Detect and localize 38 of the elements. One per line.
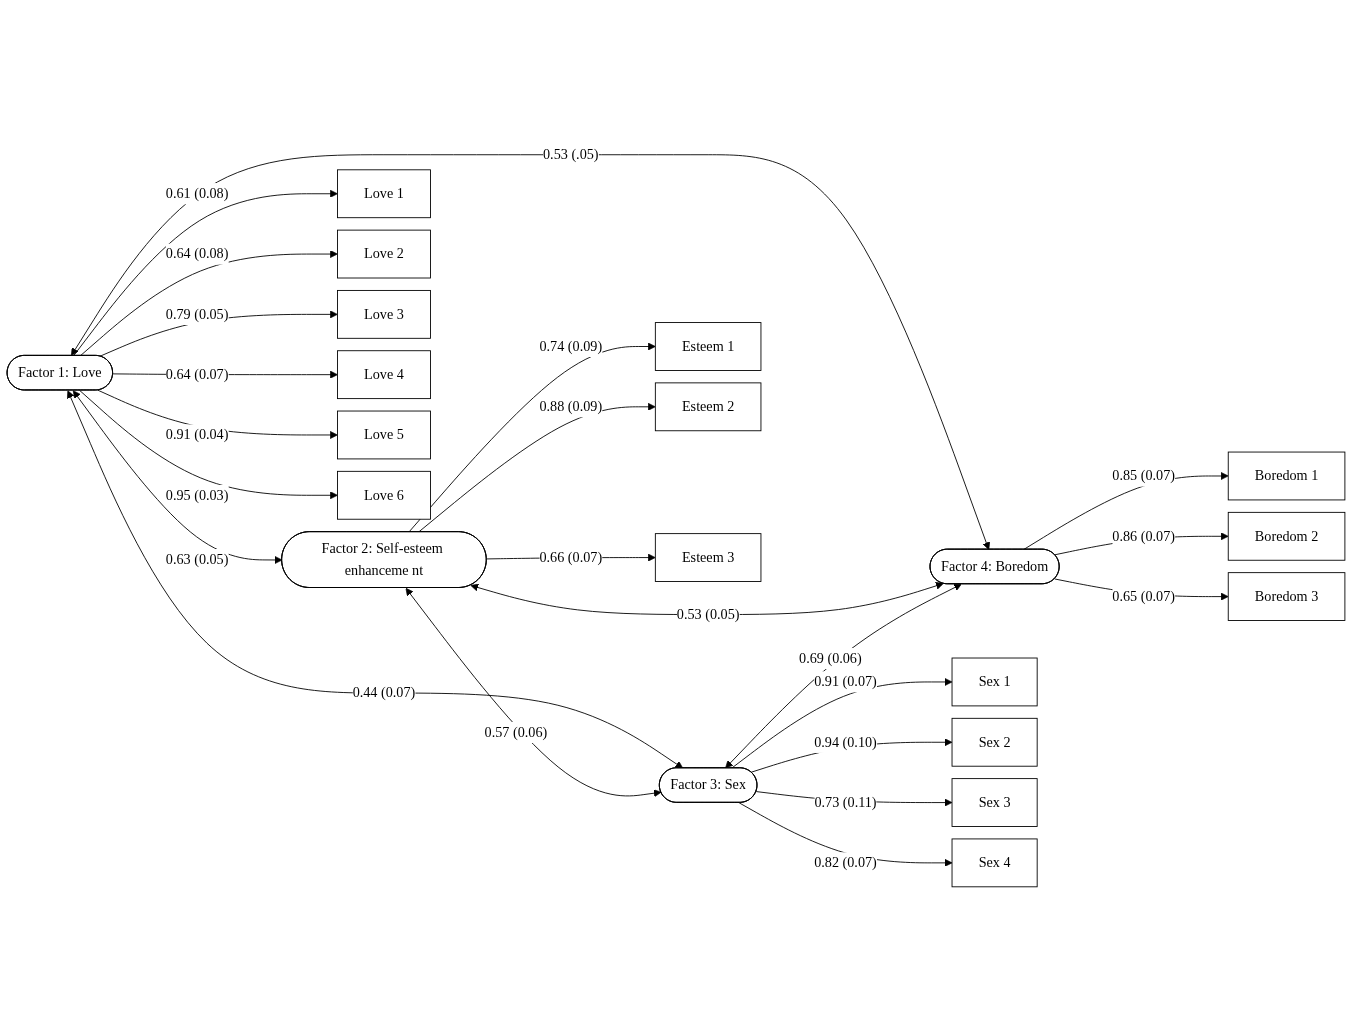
edge-label: 0.74 (0.09) [539,338,603,354]
edge-label: 0.65 (0.07) [1112,588,1176,604]
node-box: Love 6 [337,470,431,520]
node-box: Sex 2 [951,717,1038,767]
node-box: Esteem 3 [654,532,762,582]
edge-label: 0.85 (0.07) [1112,467,1176,483]
edge-label: 0.63 (0.05) [165,551,229,567]
edge-label: 0.73 (0.11) [814,794,877,810]
edge-label: 0.64 (0.07) [165,366,229,382]
edge-label: 0.86 (0.07) [1112,527,1176,543]
node-box: Boredom 1 [1227,451,1346,500]
edge-label: 0.53 (0.05) [676,606,740,622]
edge-label: 0.94 (0.10) [814,733,877,749]
node-box: Boredom 3 [1227,571,1346,621]
edge-label: 0.64 (0.08) [165,245,229,261]
edge-label: 0.53 (.05) [543,146,599,162]
node-box: Boredom 2 [1227,511,1346,561]
node-box: Esteem 2 [654,381,762,431]
edge-label: 0.69 (0.06) [799,650,862,666]
edge-label: 0.79 (0.05) [165,305,229,322]
node-box: Love 2 [337,229,431,278]
node-box: Esteem 1 [654,321,762,371]
edge-label: 0.57 (0.06) [484,724,548,740]
node-box: Love 4 [337,349,431,399]
node-box: Love 3 [337,289,431,339]
edge-label: 0.66 (0.07) [539,549,603,565]
node-box: Sex 4 [951,838,1038,887]
edge-label: 0.88 (0.09) [539,398,603,414]
edge-label: 0.44 (0.07) [352,684,416,700]
edge-label: 0.95 (0.03) [165,486,229,502]
node-box: Sex 1 [951,657,1038,706]
node-box: Love 5 [337,410,431,459]
edge-label: 0.82 (0.07) [814,854,877,870]
edge-label: 0.91 (0.07) [814,673,877,689]
edge-label: 0.61 (0.08) [165,185,229,201]
node-box: Love 1 [337,168,431,218]
edge-label: 0.91 (0.04) [165,426,229,442]
node-box: Sex 3 [951,777,1038,827]
